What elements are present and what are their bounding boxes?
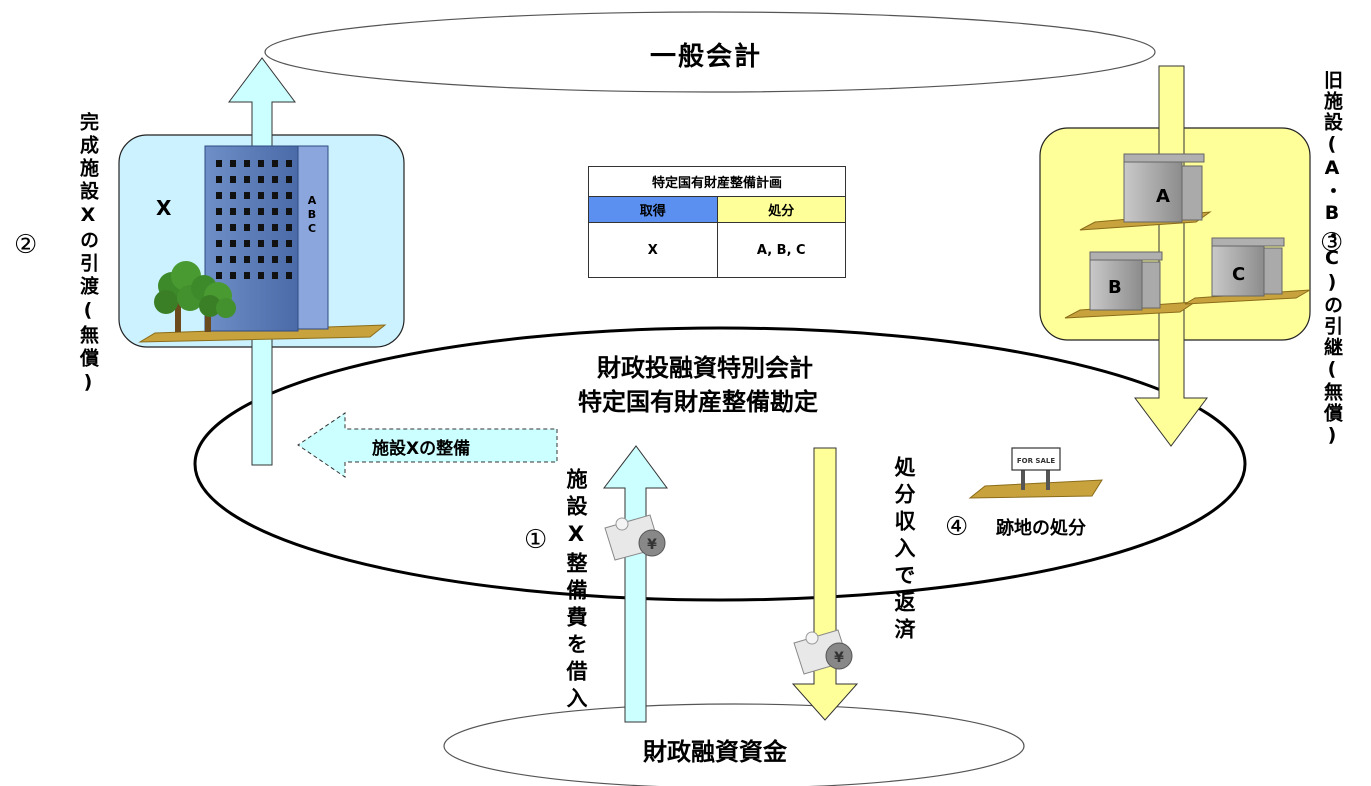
- plan-table-acquire-value: X: [588, 222, 718, 278]
- fiscal-loan-fund-oval: [443, 703, 1025, 786]
- fiscal-loan-fund-label: 財政融資資金: [643, 738, 787, 766]
- special-account-label-line2: 特定国有財産整備勘定: [578, 388, 818, 416]
- svg-text:¥: ¥: [834, 650, 844, 666]
- for-sale-sign-text: FOR SALE: [1017, 457, 1055, 465]
- step-3-number: ③: [1320, 228, 1344, 258]
- construction-arrow: [297, 412, 558, 478]
- for-sale-lot-illustration: FOR SALE: [968, 447, 1103, 499]
- money-icon-repay: ¥: [793, 629, 853, 675]
- borrowing-arrow: [602, 445, 668, 723]
- building-c-label: C: [1232, 264, 1246, 285]
- repay-text: 処分収入で返済: [892, 456, 916, 645]
- step-3-text: 旧施設(A・B・C)の引継(無償): [1321, 70, 1343, 448]
- plan-table: 特定国有財産整備計画 取得 処分 X A, B, C: [588, 166, 846, 278]
- building-a-label: A: [1156, 186, 1170, 207]
- step-1-number: ①: [524, 525, 548, 555]
- old-building-b-illustration: [1064, 251, 1197, 319]
- general-account-label: 一般会計: [650, 42, 763, 72]
- plan-table-dispose-value: A, B, C: [716, 222, 846, 278]
- old-building-c-illustration: [1184, 237, 1311, 305]
- step-4-number: ④: [945, 512, 969, 542]
- step-1-text: 施設X整備費を借入: [564, 468, 588, 714]
- construction-arrow-label: 施設Xの整備: [372, 439, 471, 459]
- transfer-arrow: [1134, 65, 1208, 447]
- building-b-label: B: [1108, 277, 1122, 298]
- facility-x-label: X: [156, 196, 172, 220]
- tree-illustration: [154, 261, 236, 332]
- special-account-label-line1: 財政投融資特別会計: [597, 354, 813, 382]
- plan-table-acquire-header: 取得: [588, 196, 718, 223]
- repayment-arrow: [791, 447, 859, 721]
- special-account-oval: [193, 326, 1247, 602]
- step-2-text: 完成施設Xの引渡(無償): [77, 112, 99, 397]
- plan-table-header: 特定国有財産整備計画: [588, 166, 846, 197]
- step-2-number: ②: [14, 230, 38, 260]
- money-icon-borrow: ¥: [604, 514, 666, 561]
- general-account-oval: [264, 11, 1156, 93]
- step-4-text: 跡地の処分: [996, 518, 1086, 539]
- plan-table-dispose-header: 処分: [716, 196, 846, 223]
- svg-text:¥: ¥: [647, 537, 657, 553]
- old-building-a-illustration: [1079, 153, 1212, 231]
- building-sign-label: A B C: [307, 194, 317, 235]
